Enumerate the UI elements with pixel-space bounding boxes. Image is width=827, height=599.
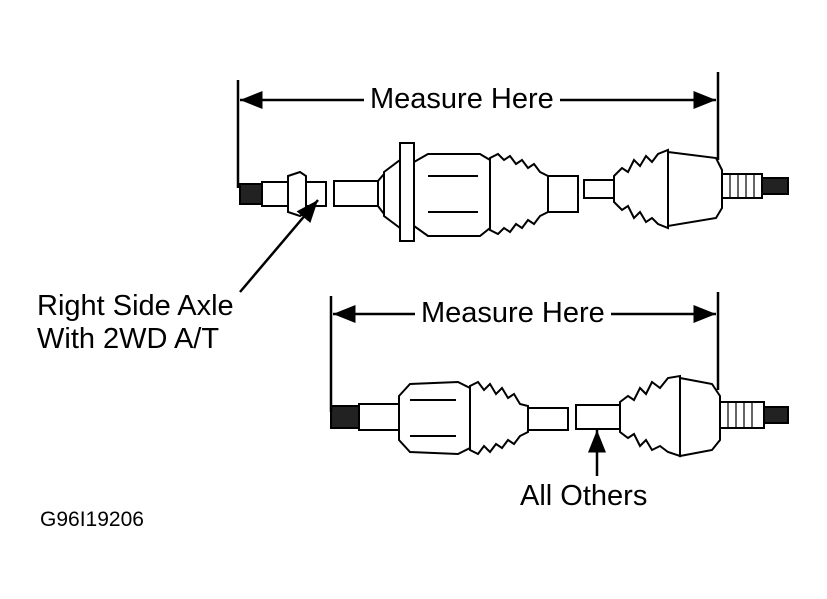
right-side-callout-arrow xyxy=(239,199,319,293)
bottom-axle xyxy=(330,374,789,458)
top-housing xyxy=(383,158,401,230)
bottom-measure-label: Measure Here xyxy=(415,299,611,328)
right-side-axle-callout: Right Side Axle With 2WD A/T xyxy=(37,290,234,356)
top-inner-boot xyxy=(489,152,549,236)
bottom-shaft-2 xyxy=(575,404,621,430)
all-others-callout: All Others xyxy=(520,480,648,512)
top-outer-housing xyxy=(667,150,723,228)
bottom-shaft-1 xyxy=(527,407,569,431)
bottom-outer-housing xyxy=(679,376,721,458)
right-side-callout-line-2: With 2WD A/T xyxy=(37,323,220,355)
bottom-inner-boot xyxy=(469,380,529,456)
bottom-housing xyxy=(398,380,471,456)
figure-code: G96I19206 xyxy=(40,508,144,531)
top-small-flange xyxy=(287,170,307,218)
right-side-callout-line-1: Right Side Axle xyxy=(37,290,234,322)
top-big-flange xyxy=(399,142,415,242)
bottom-left-spline xyxy=(330,405,360,429)
top-left-spline xyxy=(239,183,263,205)
top-measure-label: Measure Here xyxy=(364,85,560,114)
top-right-spline xyxy=(721,173,763,199)
bottom-outer-boot xyxy=(619,374,681,458)
top-shaft-1 xyxy=(333,180,379,207)
top-outer-boot xyxy=(613,148,669,230)
top-shaft-2 xyxy=(583,179,615,199)
top-axle xyxy=(239,142,789,242)
bottom-right-spline xyxy=(719,401,765,429)
